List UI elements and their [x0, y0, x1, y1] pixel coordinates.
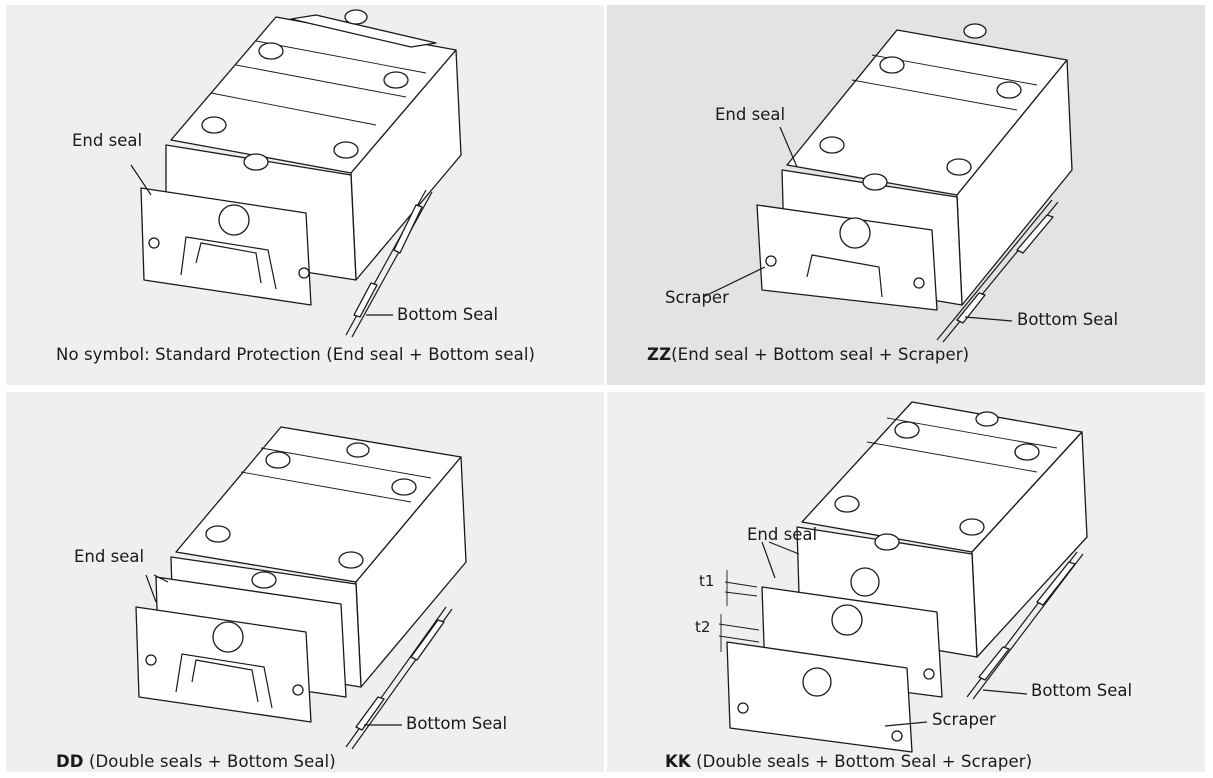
- caption-text: No symbol: Standard Protection (End seal…: [56, 345, 536, 364]
- linear-guide-block-drawing: [718, 401, 1088, 753]
- caption: ZZ(End seal + Bottom seal + Scraper): [647, 345, 969, 364]
- panel-kk: End seal t1 t2 Bottom Seal Scraper KK (D…: [607, 392, 1205, 772]
- linear-guide-block-drawing: [135, 426, 467, 750]
- bottom-seal-label: Bottom Seal: [406, 714, 508, 733]
- caption-symbol: KK: [665, 752, 691, 771]
- end-seal-label: End seal: [715, 105, 786, 124]
- caption: KK (Double seals + Bottom Seal + Scraper…: [665, 752, 1032, 771]
- end-seal-label: End seal: [72, 131, 143, 150]
- scraper-label: Scraper: [665, 288, 729, 307]
- caption-symbol: ZZ: [647, 345, 672, 364]
- caption: DD (Double seals + Bottom Seal): [56, 752, 336, 771]
- caption-text: (Double seals + Bottom Seal + Scraper): [690, 752, 1033, 771]
- caption-text: (End seal + Bottom seal + Scraper): [671, 345, 970, 364]
- bottom-seal-label: Bottom Seal: [397, 305, 499, 324]
- panel-dd: End seal Bottom Seal DD (Double seals + …: [6, 392, 604, 772]
- end-seal-label: End seal: [74, 547, 145, 566]
- bottom-seal-label: Bottom Seal: [1017, 310, 1119, 329]
- scraper-label: Scraper: [932, 710, 996, 729]
- bottom-seal-label: Bottom Seal: [1031, 681, 1133, 700]
- end-seal-label: End seal: [747, 525, 818, 544]
- panel-zz: End seal Scraper Bottom Seal ZZ(End seal…: [607, 5, 1205, 385]
- caption-text: (Double seals + Bottom Seal): [83, 752, 336, 771]
- t2-label: t2: [695, 618, 711, 636]
- t1-label: t1: [699, 572, 715, 590]
- caption-symbol: DD: [56, 752, 84, 771]
- caption: No symbol: Standard Protection (End seal…: [56, 345, 535, 364]
- linear-guide-block-drawing: [702, 23, 1073, 343]
- linear-guide-block-drawing: [130, 9, 462, 338]
- panel-standard-protection: End seal Bottom Seal No symbol: Standard…: [6, 5, 604, 385]
